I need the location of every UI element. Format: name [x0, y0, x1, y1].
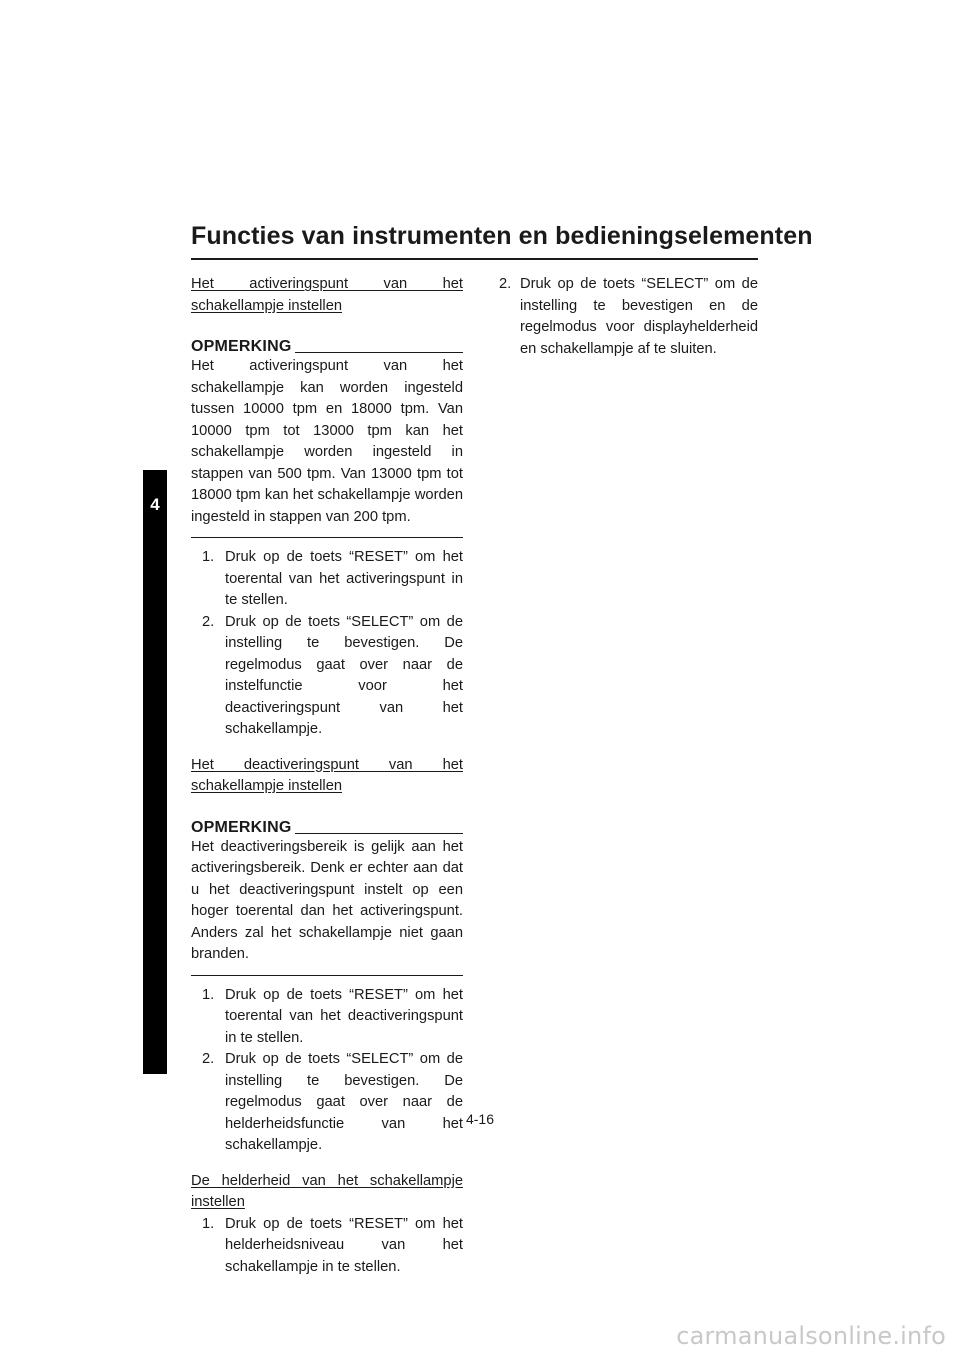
section-heading-brightness: De helderheid van het schakellampje inst… — [191, 1172, 463, 1211]
step-text: Druk op de toets “RESET” om het toerenta… — [225, 986, 463, 1046]
step-number: 1. — [202, 986, 215, 1003]
step-list: 1. Druk op de toets “RESET” om het toeren… — [191, 985, 463, 1157]
step-text: Druk op de toets “RESET” om het helderhe… — [225, 1215, 463, 1275]
step-text: Druk op de toets “RESET” om het toerenta… — [225, 549, 463, 608]
note-header: OPMERKING — [191, 815, 463, 837]
step-text: Druk op de toets “SELECT” om de instelli… — [520, 276, 758, 357]
step-number: 1. — [202, 549, 215, 565]
step-item: 1. Druk op de toets “RESET” om het toeren… — [191, 547, 463, 612]
page-number: 4-16 — [465, 1111, 495, 1127]
step-item: 2. Druk op de toets “SELECT” om de instel… — [191, 612, 463, 741]
step-list: 1. Druk op de toets “RESET” om het toeren… — [191, 547, 463, 741]
chapter-number: 4 — [150, 495, 160, 514]
step-number: 1. — [202, 1215, 215, 1232]
step-list: 2. Druk op de toets “SELECT” om de instel… — [486, 274, 758, 360]
note-rule — [295, 832, 463, 834]
note-label: OPMERKING — [191, 818, 292, 836]
step-text: Druk op de toets “SELECT” om de instelli… — [225, 613, 463, 738]
right-column: 2. Druk op de toets “SELECT” om de instel… — [486, 274, 758, 360]
step-item: 2. Druk op de toets “SELECT” om de instel… — [486, 274, 758, 360]
watermark: carmanualsonline.info — [676, 1322, 946, 1350]
note-label: OPMERKING — [191, 338, 292, 355]
step-number: 2. — [202, 613, 215, 630]
note-text: Het deactiveringsbereik is gelijk aan he… — [191, 837, 463, 976]
step-item: 1. Druk op de toets “RESET” om het helder… — [191, 1214, 463, 1279]
step-item: 1. Druk op de toets “RESET” om het toeren… — [191, 985, 463, 1050]
section-heading-activation: Het activeringspunt van het schakellampj… — [191, 276, 463, 314]
page-title: Functies van instrumenten en bedieningse… — [191, 222, 813, 250]
step-number: 2. — [202, 1051, 215, 1067]
step-item: 2. Druk op de toets “SELECT” om de instel… — [191, 1049, 463, 1157]
step-number: 2. — [499, 276, 512, 292]
step-list: 1. Druk op de toets “RESET” om het helder… — [191, 1214, 463, 1279]
note-rule — [295, 352, 463, 353]
left-column: Het activeringspunt van het schakellampj… — [191, 274, 463, 1278]
note-text: Het activeringspunt van het schakellampj… — [191, 356, 463, 538]
title-rule — [191, 258, 758, 260]
section-heading-deactivation: Het deactiveringspunt van het schakellam… — [191, 756, 463, 795]
step-text: Druk op de toets “SELECT” om de instelli… — [225, 1051, 463, 1153]
chapter-tab — [143, 470, 167, 1074]
note-header: OPMERKING — [191, 334, 463, 356]
